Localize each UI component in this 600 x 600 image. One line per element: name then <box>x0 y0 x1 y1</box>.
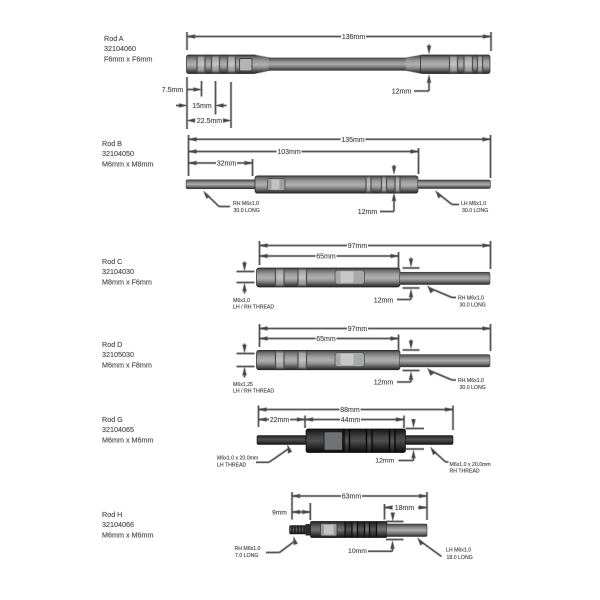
svg-text:12mm: 12mm <box>375 457 394 464</box>
svg-text:12mm: 12mm <box>374 297 394 304</box>
svg-text:Rod C: Rod C <box>102 257 122 266</box>
svg-text:32104030: 32104030 <box>102 267 134 276</box>
svg-text:103mm: 103mm <box>277 149 301 156</box>
svg-text:135mm: 135mm <box>341 137 365 144</box>
svg-text:RH THREAD: RH THREAD <box>450 469 480 475</box>
svg-text:M6x1.0 x 20.0mm: M6x1.0 x 20.0mm <box>450 462 491 468</box>
svg-text:65mm: 65mm <box>316 254 336 261</box>
svg-text:18.0 LONG: 18.0 LONG <box>447 555 473 561</box>
svg-text:LH / RH THREAD: LH / RH THREAD <box>233 305 274 311</box>
svg-text:32104050: 32104050 <box>102 149 134 158</box>
svg-text:22mm: 22mm <box>270 417 290 424</box>
svg-text:M6mm x M6mm: M6mm x M6mm <box>102 435 154 444</box>
svg-text:88mm: 88mm <box>340 407 360 414</box>
svg-text:65mm: 65mm <box>316 336 336 343</box>
svg-text:15mm: 15mm <box>192 103 212 110</box>
svg-text:M8mm x F6mm: M8mm x F6mm <box>102 277 152 286</box>
svg-text:136mm: 136mm <box>342 34 366 41</box>
svg-text:7.0 LONG: 7.0 LONG <box>235 553 258 559</box>
svg-text:Rod A: Rod A <box>104 34 124 43</box>
svg-text:RH M6x1.0: RH M6x1.0 <box>458 296 484 302</box>
svg-text:32105030: 32105030 <box>102 350 134 359</box>
svg-text:30.0 LONG: 30.0 LONG <box>462 208 488 214</box>
svg-text:LH THREAD: LH THREAD <box>217 463 247 469</box>
svg-text:LH M6x1.0: LH M6x1.0 <box>461 201 486 207</box>
svg-text:97mm: 97mm <box>348 326 368 333</box>
svg-text:12mm: 12mm <box>374 380 394 387</box>
svg-text:12mm: 12mm <box>392 89 412 96</box>
svg-text:32mm: 32mm <box>217 161 237 168</box>
svg-text:22.5mm: 22.5mm <box>197 118 222 125</box>
svg-text:44mm: 44mm <box>341 417 361 424</box>
svg-text:Rod H: Rod H <box>102 510 122 519</box>
svg-text:M6x1.25: M6x1.25 <box>233 382 253 388</box>
svg-text:M6x1.0 x 20.0mm: M6x1.0 x 20.0mm <box>217 456 258 462</box>
svg-text:7.5mm: 7.5mm <box>162 87 184 94</box>
svg-text:30.0 LONG: 30.0 LONG <box>460 302 486 308</box>
svg-text:30.0 LONG: 30.0 LONG <box>234 208 260 214</box>
svg-text:63mm: 63mm <box>342 494 362 501</box>
svg-text:F6mm x F6mm: F6mm x F6mm <box>104 54 152 63</box>
svg-text:12mm: 12mm <box>358 209 378 216</box>
svg-text:9mm: 9mm <box>272 510 287 517</box>
svg-text:32104060: 32104060 <box>104 44 136 53</box>
svg-text:32104066: 32104066 <box>102 520 134 529</box>
svg-text:10mm: 10mm <box>348 548 367 555</box>
svg-text:M6x1.0: M6x1.0 <box>233 298 250 304</box>
svg-text:RH M6x1.0: RH M6x1.0 <box>458 378 484 384</box>
svg-text:Rod G: Rod G <box>102 415 123 424</box>
svg-text:LH / RH THREAD: LH / RH THREAD <box>233 389 274 395</box>
svg-text:RH M6x1.0: RH M6x1.0 <box>233 201 259 207</box>
svg-text:18mm: 18mm <box>395 505 415 512</box>
svg-text:32104065: 32104065 <box>102 425 134 434</box>
svg-text:Rod B: Rod B <box>102 139 122 148</box>
svg-text:97mm: 97mm <box>348 243 368 250</box>
svg-text:RH M6x1.0: RH M6x1.0 <box>235 546 261 552</box>
svg-text:30.0 LONG: 30.0 LONG <box>460 385 486 391</box>
svg-text:LH M6x1.0: LH M6x1.0 <box>446 548 471 554</box>
svg-text:M6mm x F8mm: M6mm x F8mm <box>102 360 152 369</box>
svg-text:Rod D: Rod D <box>102 340 122 349</box>
svg-text:M6mm x M8mm: M6mm x M8mm <box>102 159 154 168</box>
svg-text:M6mm x M6mm: M6mm x M6mm <box>102 530 154 539</box>
